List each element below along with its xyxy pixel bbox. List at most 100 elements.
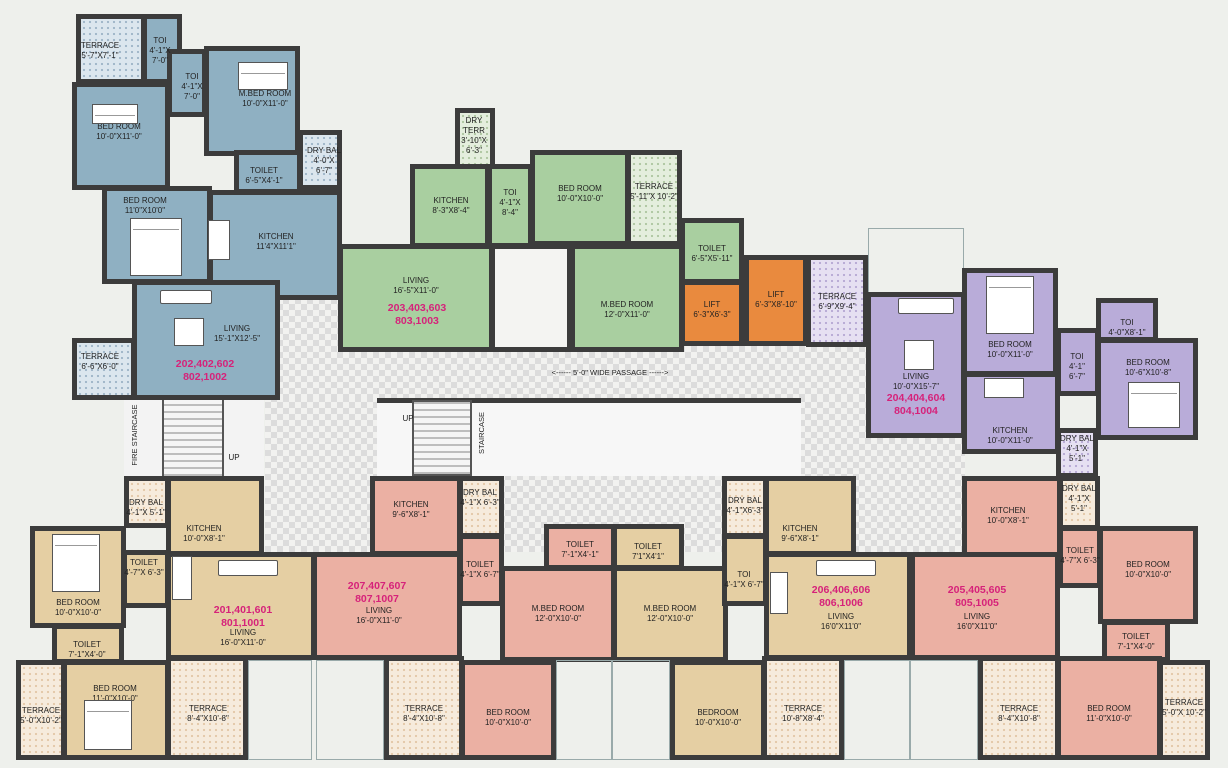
lav-dry-bal: [1056, 428, 1098, 478]
tr-living: [764, 552, 912, 660]
green-living: [338, 244, 494, 352]
main-staircase-up: UP: [402, 414, 414, 423]
blue-bed-1-bed: [92, 104, 138, 124]
tl-dining-table: [172, 556, 192, 600]
lift-2: [744, 255, 808, 346]
tr-mbed: [612, 566, 728, 662]
lav-sofa: [898, 298, 954, 314]
green-terrace: [626, 150, 682, 246]
fire-staircase-up: UP: [228, 453, 240, 462]
tr-dining-table: [770, 572, 788, 614]
tl-bed-bed: [52, 534, 100, 592]
blue-terrace-bottom: [72, 338, 136, 400]
tr-sofa: [816, 560, 876, 576]
tr-terrace: [762, 656, 844, 760]
lav-terrace: [806, 255, 868, 347]
shaft-3: [556, 660, 612, 760]
blue-dining-table: [208, 220, 230, 260]
lav-dining-table: [984, 378, 1024, 398]
blue-unit: [72, 14, 342, 400]
fire-staircase-steps: [162, 398, 224, 478]
sr-terrace-2: [1158, 660, 1210, 760]
shaft-4: [612, 660, 670, 760]
blue-bed-2-bed: [130, 218, 182, 276]
sl-bed: [460, 660, 556, 760]
tl-toilet-1: [122, 550, 170, 608]
lav-balcony-outline: [868, 228, 964, 296]
blue-mbed-bed: [238, 62, 288, 90]
lav-bed-1-bed: [986, 276, 1034, 334]
sl-terrace: [384, 656, 464, 760]
tl-sofa: [218, 560, 278, 576]
green-mbed: [570, 244, 684, 352]
tr-dry-bal: [722, 476, 768, 538]
fire-staircase-label: FIRE STAIRCASE: [130, 404, 139, 466]
shaft-2: [316, 660, 384, 760]
tr-toilet: [612, 524, 684, 570]
green-toilet: [680, 218, 744, 284]
shaft-6: [910, 660, 978, 760]
tl-terrace-2: [166, 656, 248, 760]
tl-dry-bal: [124, 476, 170, 528]
tr-kitchen: [764, 476, 856, 556]
green-entry: [490, 244, 572, 352]
blue-sofa: [160, 290, 212, 304]
shaft-1: [248, 660, 312, 760]
